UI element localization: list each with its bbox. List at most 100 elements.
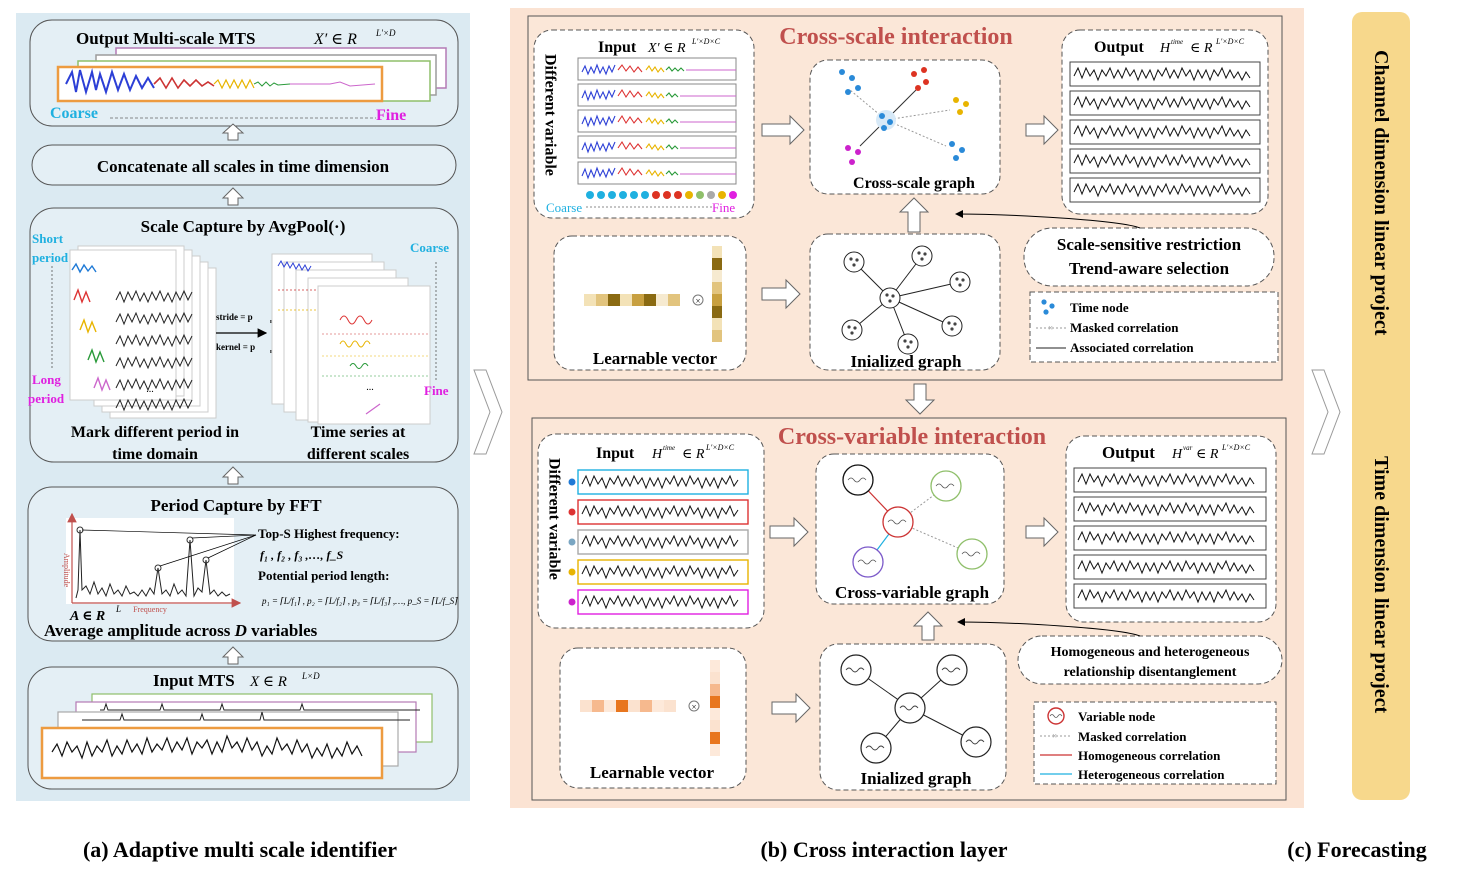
legend-cv-masked: Masked correlation bbox=[1078, 729, 1187, 744]
cross-scale-title: Cross-scale interaction bbox=[779, 24, 1013, 50]
scale-sensitive-label: Scale-sensitive restriction bbox=[1057, 235, 1242, 254]
legend-associated-correlation: Associated correlation bbox=[1070, 340, 1194, 355]
kernel-label: kernel = p bbox=[216, 342, 255, 352]
cv-variable-dots bbox=[568, 478, 576, 606]
svg-text:var: var bbox=[1183, 444, 1193, 452]
amplitude-axis-label: Amplitude bbox=[62, 553, 71, 588]
cv-arrow-2 bbox=[1025, 516, 1059, 548]
svg-text:L′×D×C: L′×D×C bbox=[705, 443, 735, 452]
time-linear-label: Time dimension linear project bbox=[1370, 456, 1392, 714]
cs-init-graph-box: Inialized graph bbox=[809, 233, 1001, 371]
svg-text:∈ R: ∈ R bbox=[1190, 41, 1213, 56]
scale-coarse-label: Coarse bbox=[410, 240, 449, 255]
svg-text:×: × bbox=[691, 702, 696, 712]
legend-variable-node: Variable node bbox=[1078, 709, 1155, 724]
period-formula: p₁ = ⌈L/f₁⌉ , p₂ = ⌈L/f₂⌉ , p₃ = ⌈L/f₃⌉ … bbox=[261, 596, 458, 606]
cv-learnable-box: × Learnable vector bbox=[559, 647, 747, 789]
output-multiscale-box: Output Multi-scale MTS X′ ∈ R L′×D Coars… bbox=[29, 19, 459, 127]
period-series-left bbox=[115, 289, 193, 412]
up-arrow-1 bbox=[221, 123, 245, 141]
up-arrow-4 bbox=[221, 646, 245, 665]
cv-legend: Variable node × Masked correlation Homog… bbox=[1033, 701, 1277, 785]
legend-masked-correlation: Masked correlation bbox=[1070, 320, 1179, 335]
disentangle-label-1: Homogeneous and heterogeneous bbox=[1051, 645, 1250, 660]
svg-text:L′×D×C: L′×D×C bbox=[1221, 443, 1251, 452]
fft-spectrum bbox=[75, 529, 231, 599]
stride-label: stride = p bbox=[216, 312, 253, 322]
concat-box: Concatenate all scales in time dimension bbox=[31, 144, 457, 186]
chevron-a-to-b bbox=[473, 369, 503, 455]
cv-variable-nodes bbox=[842, 464, 988, 578]
fine-label: Fine bbox=[376, 107, 406, 124]
svg-text:H: H bbox=[1159, 41, 1171, 56]
input-mts-formula: X ∈ R bbox=[249, 674, 287, 690]
svg-text:×: × bbox=[695, 296, 700, 306]
cs-input-box: Input X′ ∈ R L′×D×C Different variable bbox=[533, 29, 755, 219]
input-mts-title: Input MTS bbox=[153, 671, 235, 690]
input-mts-box: Input MTS X ∈ R L×D bbox=[27, 666, 459, 790]
cs-arrow-2 bbox=[1025, 114, 1059, 146]
section-down-arrow bbox=[904, 383, 936, 415]
svg-text:L′×D×C: L′×D×C bbox=[1215, 37, 1245, 46]
cs-time-nodes bbox=[586, 191, 737, 199]
caption-c: (c) Forecasting bbox=[1287, 837, 1427, 862]
cv-output-title: Output bbox=[1102, 443, 1155, 462]
channel-linear-label: Channel dimension linear project bbox=[1370, 50, 1392, 336]
multiscale-series bbox=[65, 68, 155, 96]
svg-text:...: ... bbox=[366, 382, 374, 393]
time-scales-label-2: different scales bbox=[307, 446, 409, 463]
cs-col-vector bbox=[712, 246, 722, 342]
svg-text:X′ ∈ R: X′ ∈ R bbox=[647, 41, 686, 56]
output-multiscale-formula: X′ ∈ R bbox=[313, 31, 357, 48]
period-length-label: Potential period length: bbox=[258, 568, 389, 583]
cv-init-graph-label: Inialized graph bbox=[861, 769, 973, 788]
cv-row-vector bbox=[580, 700, 676, 712]
topk-label: Top-S Highest frequency: bbox=[258, 526, 400, 541]
scale-capture-box: Scale Capture by AvgPool(·) Short period… bbox=[28, 207, 459, 463]
cs-coarse-label: Coarse bbox=[546, 200, 582, 215]
long-period-label-1: Long bbox=[32, 372, 61, 387]
coarse-label: Coarse bbox=[50, 105, 98, 122]
cs-graph-box: Cross-scale graph bbox=[809, 59, 1001, 195]
cs-input-series bbox=[581, 63, 736, 180]
short-period-label-1: Short bbox=[32, 231, 64, 246]
svg-text:...: ... bbox=[146, 384, 154, 395]
panel-b: Cross-scale interaction Input X′ ∈ R L′×… bbox=[510, 8, 1304, 862]
cs-different-variable: Different variable bbox=[542, 54, 559, 176]
cs-graph-label: Cross-scale graph bbox=[853, 175, 975, 192]
cs-restriction-box: Scale-sensitive restriction Trend-aware … bbox=[1023, 227, 1275, 287]
period-capture-box: Period Capture by FFT Amplitude Frequenc… bbox=[27, 486, 459, 642]
concat-label: Concatenate all scales in time dimension bbox=[97, 157, 390, 176]
panel-c-background bbox=[1352, 12, 1410, 800]
short-period-label-2: period bbox=[32, 250, 69, 265]
panel-a: Output Multi-scale MTS X′ ∈ R L′×D Coars… bbox=[16, 13, 470, 862]
cross-variable-title: Cross-variable interaction bbox=[778, 424, 1046, 450]
cv-learnable-label: Learnable vector bbox=[590, 763, 715, 782]
disentangle-label-2: relationship disentanglement bbox=[1064, 665, 1237, 680]
cs-up-arrow bbox=[898, 197, 930, 233]
svg-text:∈ R: ∈ R bbox=[1196, 447, 1219, 462]
cv-different-variable: Different variable bbox=[546, 458, 563, 580]
cv-input-series bbox=[581, 474, 739, 610]
chevron-b-to-c bbox=[1311, 369, 1341, 455]
cv-col-vector bbox=[710, 660, 720, 756]
frequency-axis-label: Frequency bbox=[133, 605, 167, 614]
cs-arrow-1 bbox=[761, 114, 805, 146]
cs-row-vector bbox=[584, 294, 680, 306]
cs-init-graph-label: Inialized graph bbox=[851, 352, 963, 371]
cv-output-series bbox=[1077, 472, 1255, 604]
cs-legend: Time node × Masked correlation Associate… bbox=[1029, 291, 1279, 363]
average-amplitude-label: Average amplitude across D variables bbox=[44, 621, 318, 640]
cv-graph-label: Cross-variable graph bbox=[835, 583, 990, 602]
cv-arrow-1 bbox=[769, 516, 809, 548]
cv-arrow-3 bbox=[771, 692, 811, 724]
up-arrow-3 bbox=[221, 466, 245, 485]
time-scales-label-1: Time series at bbox=[311, 424, 406, 441]
caption-b: (b) Cross interaction layer bbox=[760, 837, 1007, 862]
cv-up-arrow bbox=[912, 611, 944, 641]
cs-output-title: Output bbox=[1094, 39, 1144, 56]
svg-text:L×D: L×D bbox=[301, 671, 320, 681]
cs-output-box: Output H time ∈ R L′×D×C bbox=[1061, 29, 1269, 215]
legend-homogeneous: Homogeneous correlation bbox=[1078, 748, 1221, 763]
cs-learnable-box: × Learnable vector bbox=[553, 235, 747, 371]
